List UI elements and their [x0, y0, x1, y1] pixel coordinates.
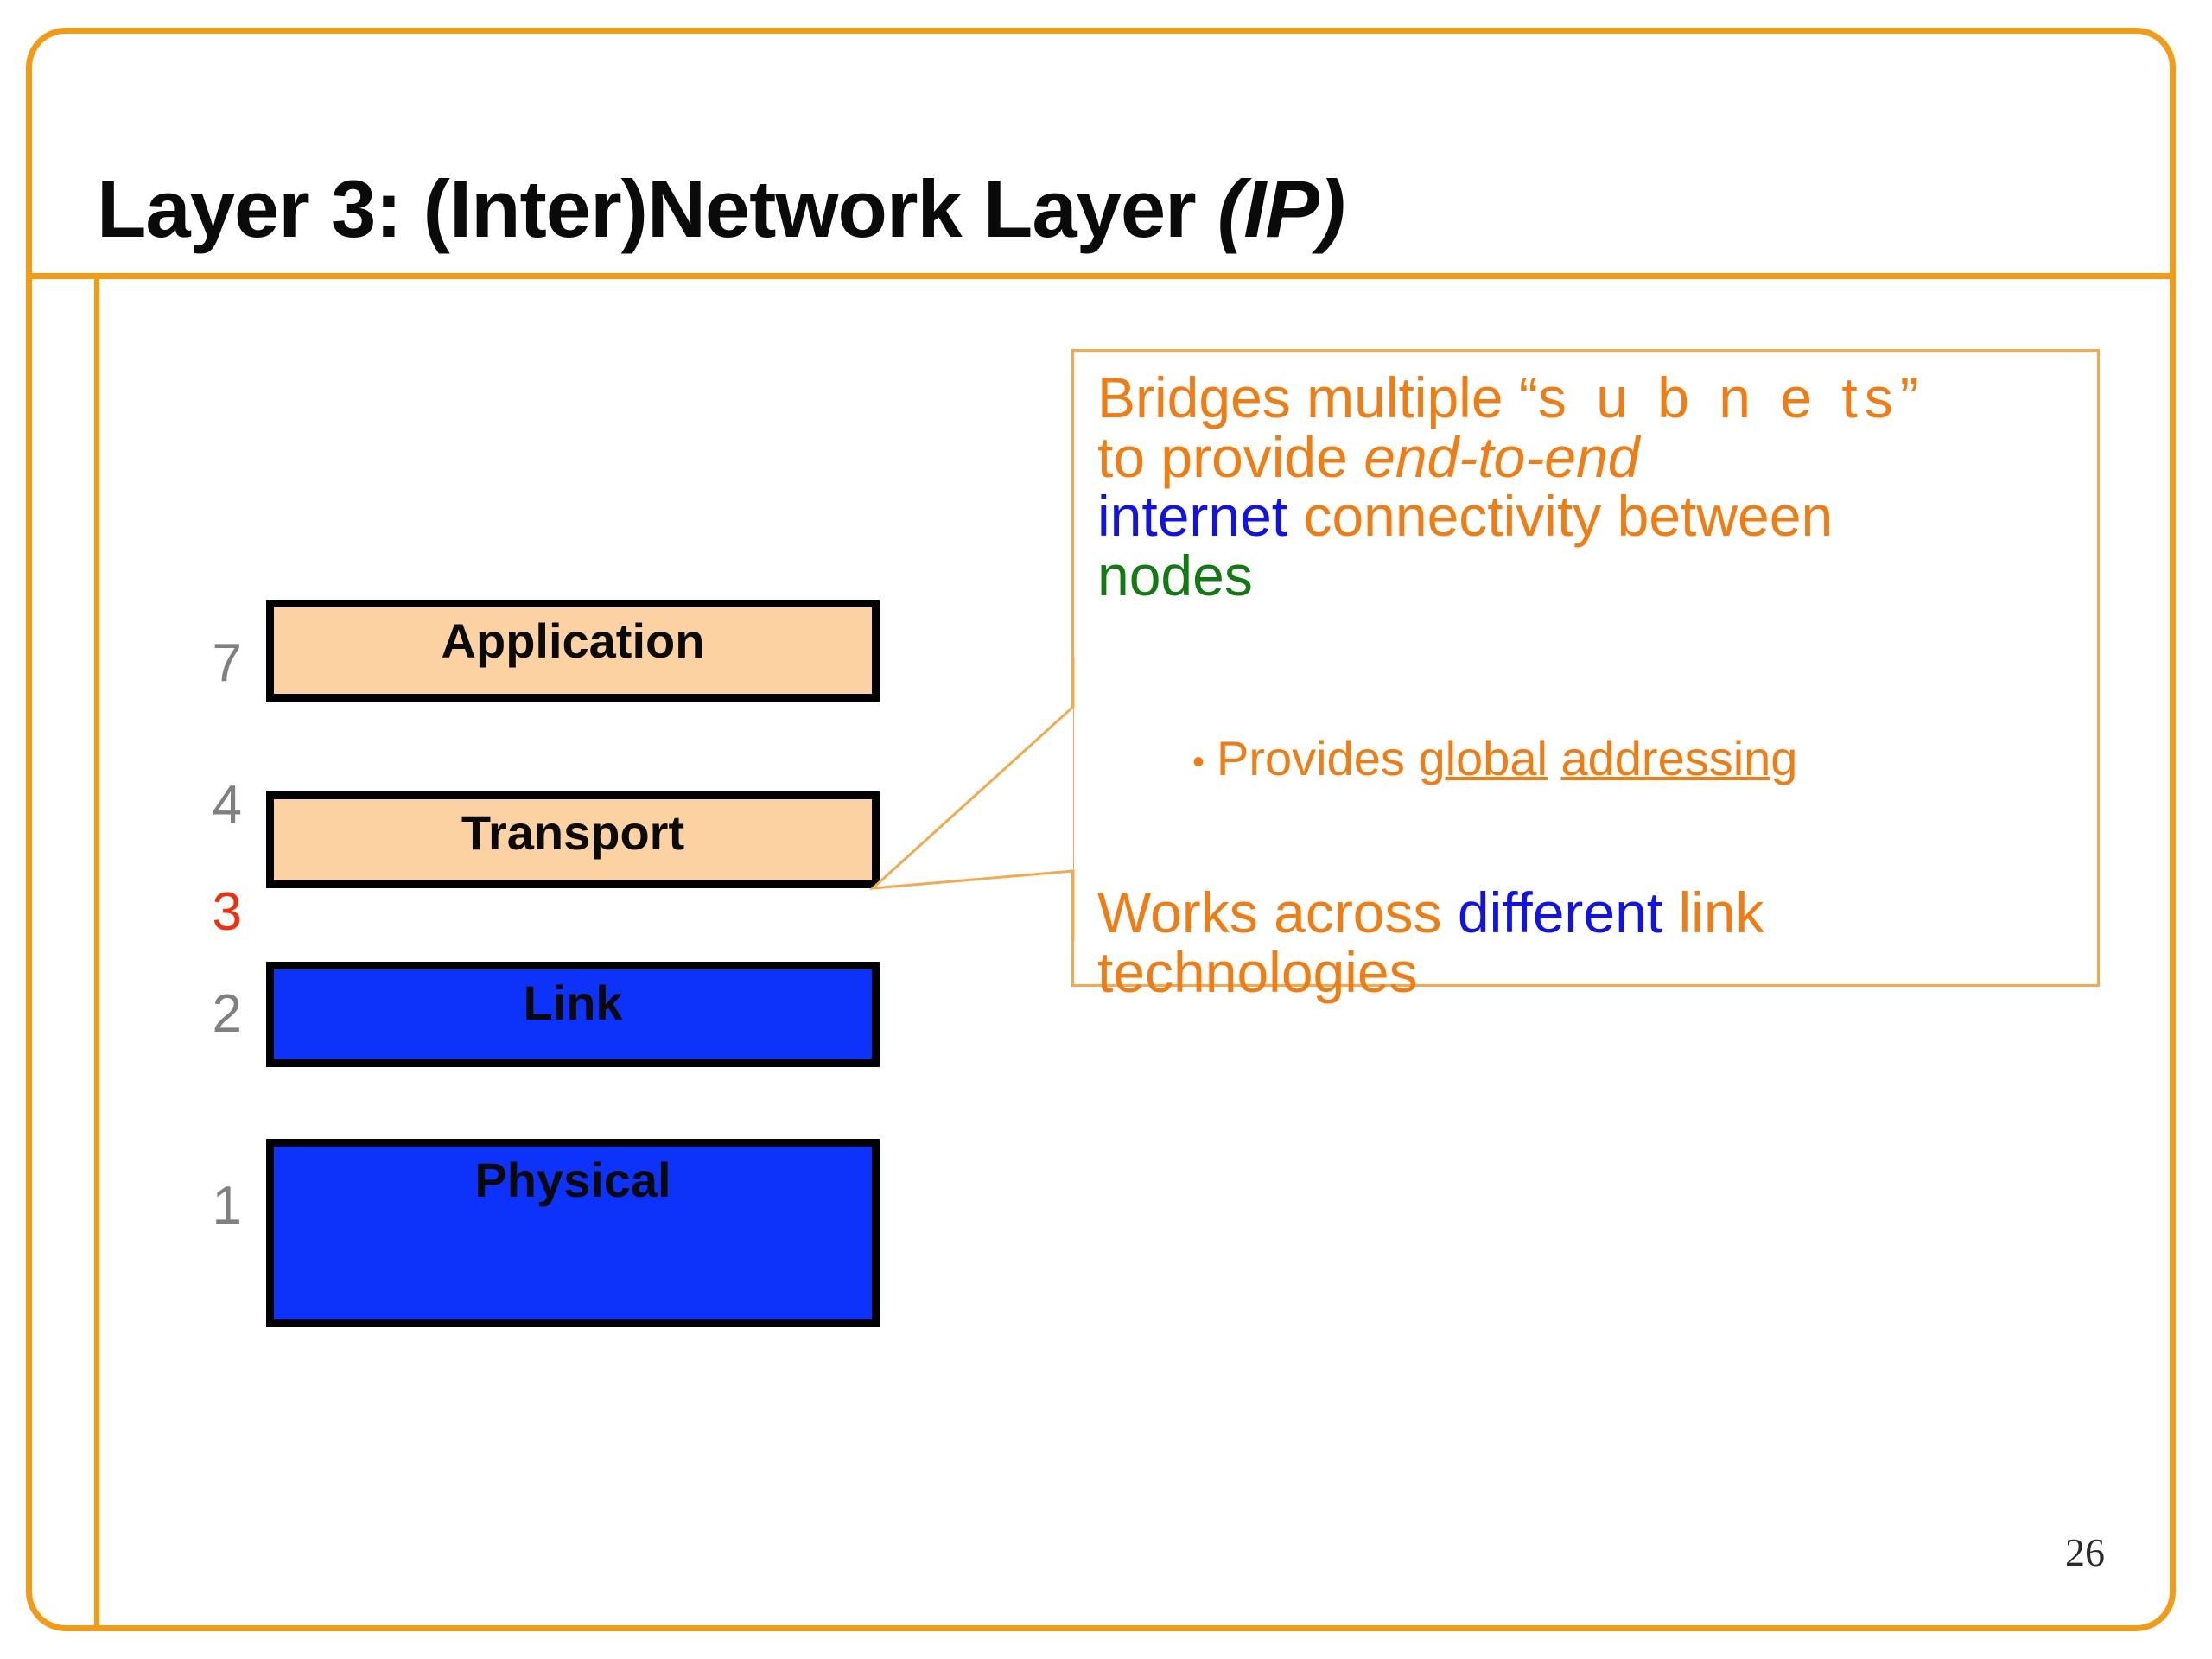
layer-number-3: 3	[212, 882, 242, 942]
bullet-text-global: global	[1418, 731, 1548, 785]
page-number: 26	[2065, 1530, 2105, 1574]
callout-line-2: to provide end-to-end	[1097, 424, 2100, 489]
callout-line3-internet: internet	[1097, 484, 1288, 549]
layer-box-physical[interactable]: Physical	[266, 1139, 880, 1327]
callout-line6-technologies: technologies	[1097, 939, 1418, 1004]
page-title-italic: (IP)	[1217, 162, 1345, 254]
callout-line2-end-to-end: end-to-end	[1363, 424, 1640, 489]
callout-bullet-item: • Provides global addressing	[1192, 730, 2143, 786]
layer-label-transport: Transport	[461, 805, 685, 860]
layer-number-2: 2	[212, 984, 242, 1044]
layer-label-physical: Physical	[474, 1153, 671, 1207]
callout-paragraph-2: Works across different link technologies	[1097, 883, 2134, 1001]
page-title-main: Layer 3: (Inter)Network Layer	[97, 162, 1217, 254]
callout-line-6: technologies	[1097, 939, 2134, 1004]
callout-line-3: internet connectivity between	[1097, 486, 2100, 546]
callout-line1-c: ”	[1899, 365, 1919, 429]
slide-frame	[26, 28, 2176, 1631]
callout-line-1: Bridges multiple “s u b n e ts”	[1097, 368, 2100, 428]
layer-label-application: Application	[441, 613, 705, 668]
layer-box-transport[interactable]: Transport	[266, 791, 880, 888]
content-rail	[94, 278, 99, 1631]
layer-number-1: 1	[212, 1176, 242, 1236]
layer-box-link[interactable]: Link	[266, 962, 880, 1067]
title-divider	[26, 273, 2176, 279]
bullet-text-addressing: addressing	[1560, 731, 1798, 785]
callout-line2-a: to provide	[1097, 424, 1364, 489]
page-title: Layer 3: (Inter)Network Layer (IP)	[97, 166, 2084, 252]
callout-tail-icon	[830, 657, 1227, 942]
layer-number-7: 7	[212, 633, 242, 693]
callout-line1-subnets: s u b n e ts	[1537, 365, 1900, 429]
bullet-text-space	[1548, 731, 1561, 785]
layer-box-application[interactable]: Application	[266, 600, 880, 702]
callout-line-5: Works across different link	[1097, 883, 2134, 943]
callout-line3-b: connectivity between	[1287, 484, 1834, 549]
callout-line5-c: link	[1662, 880, 1764, 944]
layer-number-4: 4	[212, 775, 242, 835]
layer-label-link: Link	[523, 976, 623, 1030]
callout-line1-a: Bridges multiple “	[1097, 365, 1538, 429]
callout-line5-different: different	[1457, 880, 1663, 944]
bullet-text-a: Provides	[1217, 731, 1419, 785]
callout-line5-a: Works across	[1097, 880, 1458, 944]
callout-line-4: nodes	[1097, 546, 2100, 606]
bullet-dot-icon: •	[1192, 742, 1205, 781]
layer-stack-diagram: 7 Application 4 Transport 3 2 Link 1 Phy…	[173, 588, 880, 1348]
callout-line4-nodes: nodes	[1097, 543, 1253, 607]
callout-paragraph-1: Bridges multiple “s u b n e ts” to provi…	[1097, 368, 2100, 606]
